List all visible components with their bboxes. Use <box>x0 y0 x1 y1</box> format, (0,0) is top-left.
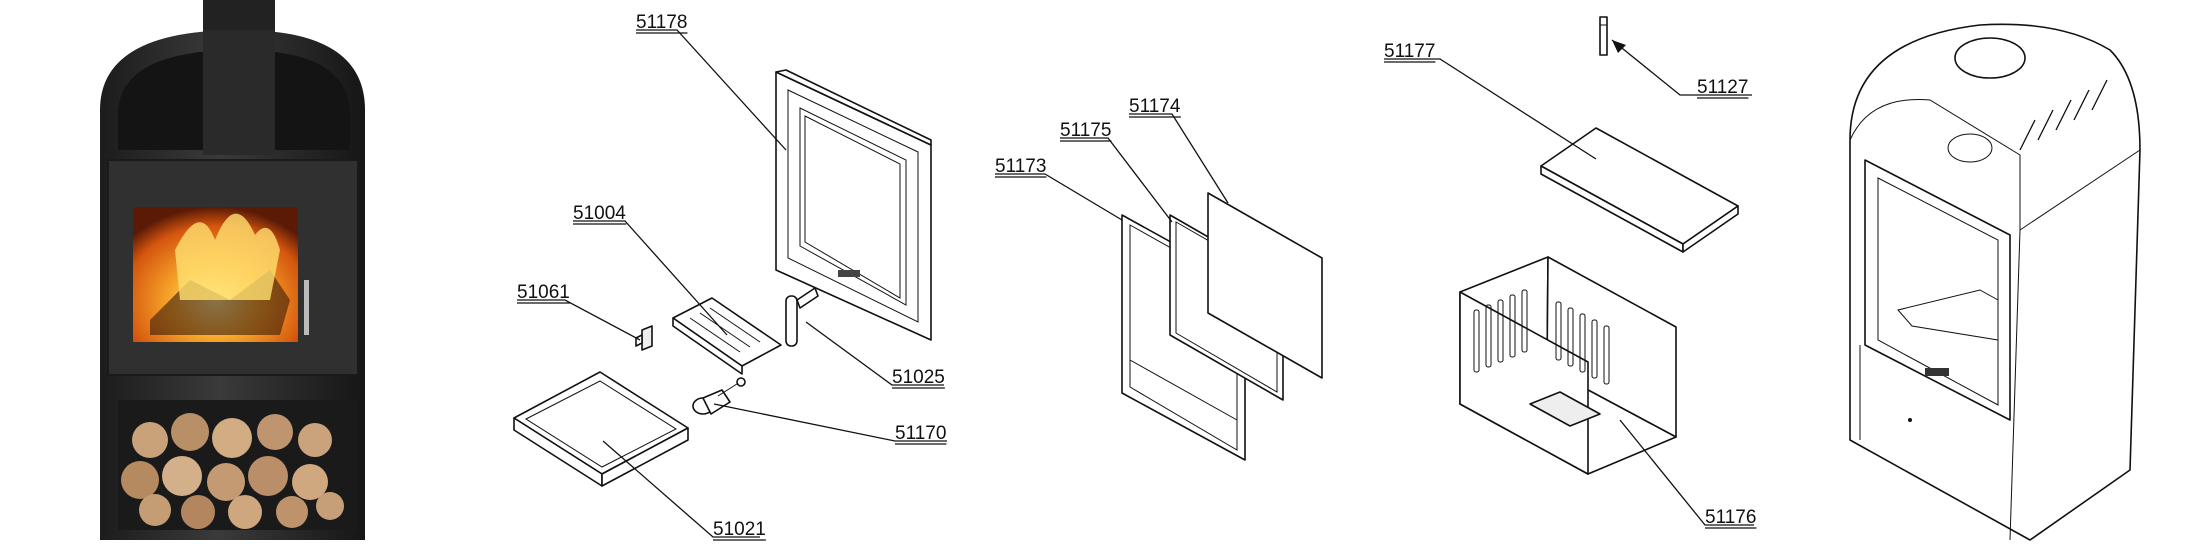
top-plate-51177 <box>1540 127 1739 253</box>
leader-51004: 51004 <box>573 203 728 336</box>
vent-slots <box>2019 79 2108 151</box>
grate-51004 <box>672 297 782 375</box>
clip-51061 <box>635 325 653 351</box>
part-number-51025: 51025 <box>892 367 945 388</box>
leader-51021: 51021 <box>602 440 766 541</box>
leader-51127: 51127 <box>1611 39 1752 99</box>
firewood-stack <box>121 413 344 529</box>
leader-51170: 51170 <box>713 403 947 445</box>
part-number-51174: 51174 <box>1129 96 1181 117</box>
air-control-51170 <box>692 377 746 415</box>
part-number-51061: 51061 <box>517 282 570 303</box>
part-number-51127: 51127 <box>1697 77 1748 98</box>
part-number-51176: 51176 <box>1705 507 1756 528</box>
ash-pan-51021 <box>513 371 689 487</box>
handle-51025 <box>785 287 819 347</box>
part-number-51178: 51178 <box>636 12 687 33</box>
pin-51127 <box>1599 16 1608 56</box>
leader-51177: 51177 <box>1384 41 1597 160</box>
part-number-51170: 51170 <box>895 423 946 444</box>
firebox-liner-51176 <box>1459 256 1677 475</box>
leader-51061: 51061 <box>517 282 641 341</box>
part-number-51004: 51004 <box>573 203 626 224</box>
leader-51173: 51173 <box>995 156 1123 221</box>
leader-51176: 51176 <box>1619 419 1757 529</box>
leader-51175: 51175 <box>1060 120 1173 223</box>
leader-51174: 51174 <box>1129 96 1229 204</box>
part-number-51173: 51173 <box>995 156 1046 177</box>
door-frame-51178 <box>775 69 932 341</box>
part-number-51175: 51175 <box>1060 120 1111 141</box>
stove-photo <box>100 0 365 540</box>
liner-slots-left <box>1473 289 1528 373</box>
glass-panel-51174 <box>1207 192 1323 379</box>
liner-slots-right <box>1555 301 1610 385</box>
part-number-51177: 51177 <box>1384 41 1435 62</box>
stove-line-drawing <box>1849 23 2141 541</box>
leader-51178: 51178 <box>636 12 787 151</box>
part-number-51021: 51021 <box>713 519 766 540</box>
leader-51025: 51025 <box>805 321 945 389</box>
